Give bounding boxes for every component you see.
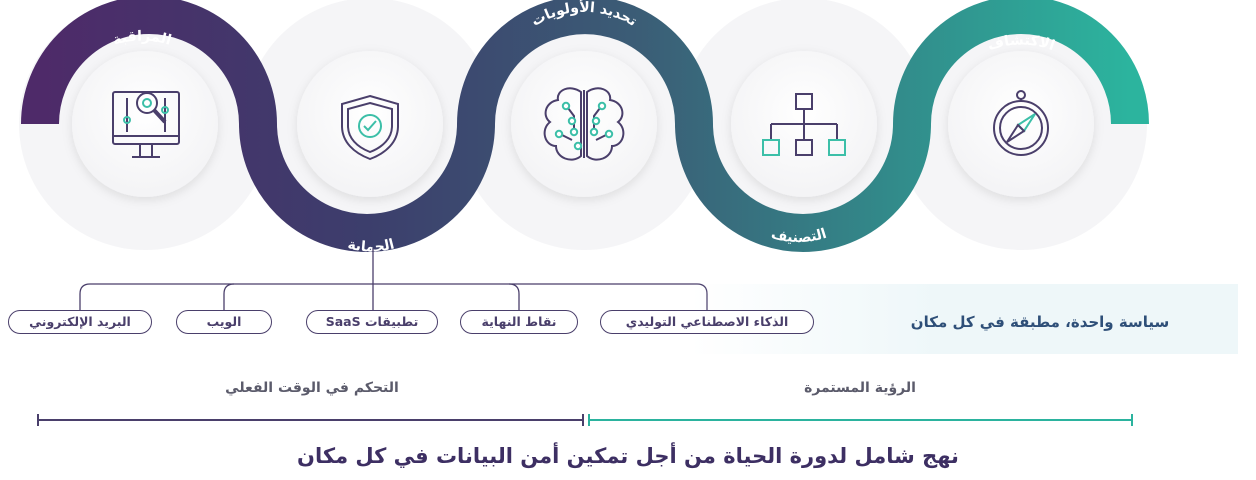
brain-icon	[543, 87, 625, 161]
lifecycle-diagram: الاكتشاف التصنيف تحديد الأولويات الحماية…	[19, 0, 1149, 310]
monitor-analytics-icon	[112, 91, 180, 158]
realtime-control-label: التحكم في الوقت الفعلي	[225, 380, 399, 396]
channel-endpoints: نقاط النهاية	[460, 310, 578, 334]
policy-text: سياسة واحدة، مطبقة في كل مكان	[910, 313, 1170, 331]
channel-connectors	[79, 248, 708, 310]
shield-check-icon	[341, 94, 399, 161]
channel-web: الويب	[176, 310, 272, 334]
continuous-visibility-label: الرؤية المستمرة	[804, 380, 916, 396]
compass-icon	[993, 90, 1049, 156]
stage-label-classification: التصنيف	[770, 226, 829, 246]
page-title: نهج شامل لدورة الحياة من أجل تمكين أمن ا…	[297, 444, 959, 468]
channel-saas: تطبيقات SaaS	[306, 310, 438, 334]
scale-bar	[37, 414, 1133, 426]
hierarchy-icon	[762, 93, 846, 156]
lifecycle-ribbon	[21, 0, 1149, 252]
stage-label-protection: الحماية	[346, 236, 396, 255]
channel-email: البريد الإلكتروني	[8, 310, 152, 334]
channel-genai: الذكاء الاصطناعي التوليدي	[600, 310, 814, 334]
